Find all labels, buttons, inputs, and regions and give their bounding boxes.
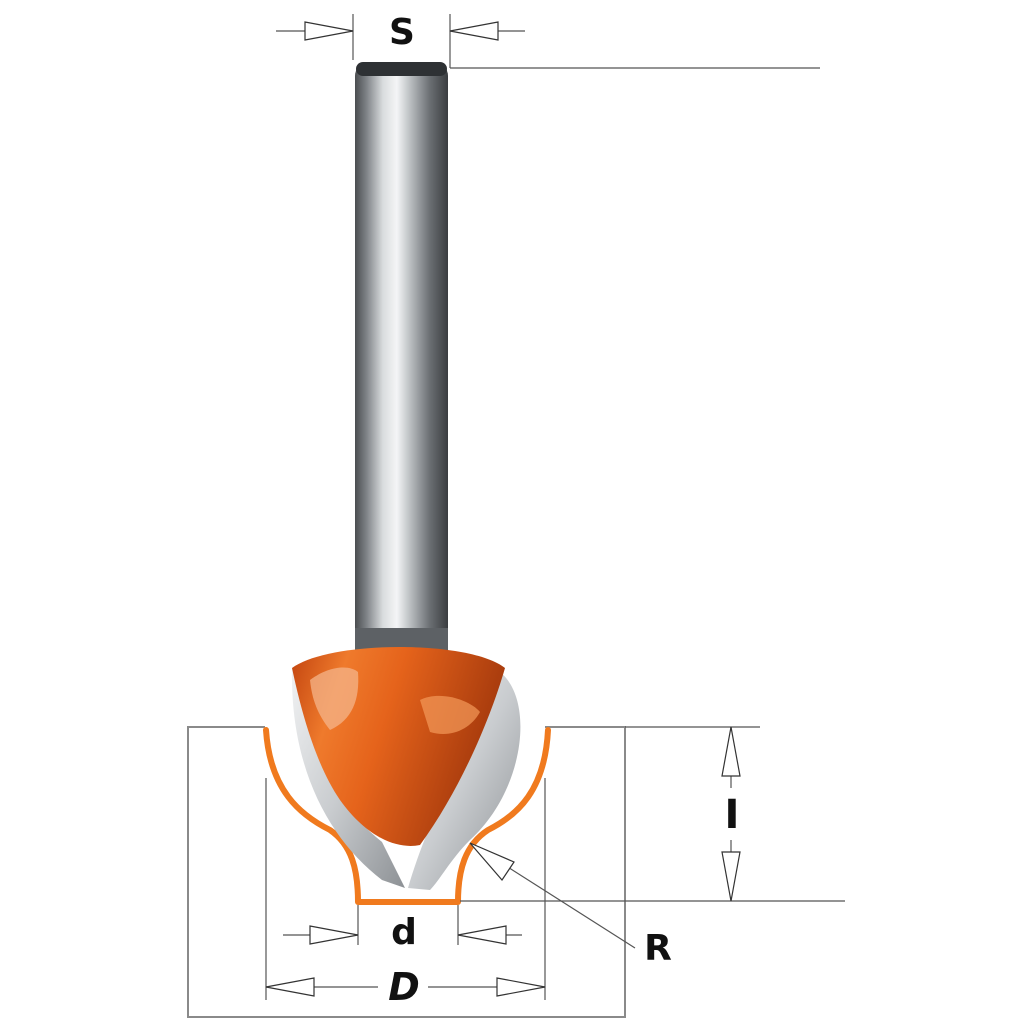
cut-profile [263,727,551,905]
label-r: R [644,928,672,969]
label-i: I [725,792,740,838]
dimension-r: R [469,842,672,969]
dimension-i: I [460,726,845,902]
label-d-large: D [388,965,420,1009]
label-d-small: d [391,912,417,953]
carbide-blade-right [408,672,521,890]
dimension-s: S [276,12,820,69]
label-s: S [389,12,415,53]
router-bit [291,62,521,890]
workpiece [187,726,626,1018]
dimension-d-large: D [265,778,546,1009]
shank [355,62,448,652]
dimension-d-small: d [283,905,522,953]
